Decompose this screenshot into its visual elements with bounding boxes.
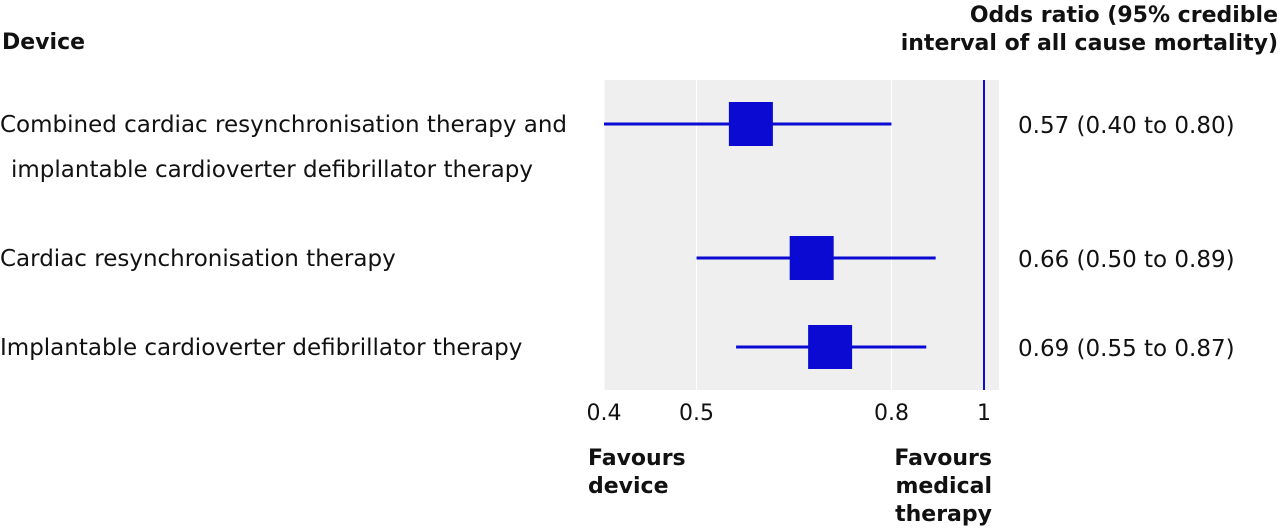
estimate-marker-1: [789, 236, 834, 280]
x-tick-label-2: 0.8: [874, 401, 909, 426]
favours-medical-line2: medical: [895, 474, 992, 499]
favours-medical-therapy-label: Favours medical therapy: [880, 445, 992, 529]
favours-device-line2: device: [588, 474, 669, 499]
row-result-icd: 0.69 (0.55 to 0.87): [1018, 336, 1235, 362]
row-result-crt: 0.66 (0.50 to 0.89): [1018, 247, 1235, 273]
x-tick-label-1: 0.5: [679, 401, 714, 426]
row-label-crt: Cardiac resynchronisation therapy: [0, 246, 396, 272]
odds-ratio-header-line2: interval of all cause mortality): [900, 31, 1278, 56]
device-column-header: Device: [2, 30, 86, 55]
favours-device-label: Favours device: [588, 445, 686, 501]
row-label-combined-line2: implantable cardioverter defibrillator t…: [11, 157, 533, 183]
row-label-icd: Implantable cardioverter defibrillator t…: [0, 335, 523, 361]
favours-device-line1: Favours: [588, 446, 686, 471]
row-label-combined-line1: Combined cardiac resynchronisation thera…: [0, 112, 568, 138]
favours-medical-line3: therapy: [895, 502, 992, 527]
x-tick-label-3: 1: [977, 401, 991, 426]
estimate-marker-0: [728, 102, 773, 146]
odds-ratio-header-line1: Odds ratio (95% credible: [969, 3, 1278, 28]
x-tick-label-0: 0.4: [587, 401, 622, 426]
odds-ratio-column-header: Odds ratio (95% credible interval of all…: [880, 2, 1278, 58]
plot-panel: [604, 80, 999, 390]
favours-medical-line1: Favours: [894, 446, 992, 471]
row-result-combined: 0.57 (0.40 to 0.80): [1018, 113, 1235, 139]
estimate-marker-2: [808, 325, 853, 369]
